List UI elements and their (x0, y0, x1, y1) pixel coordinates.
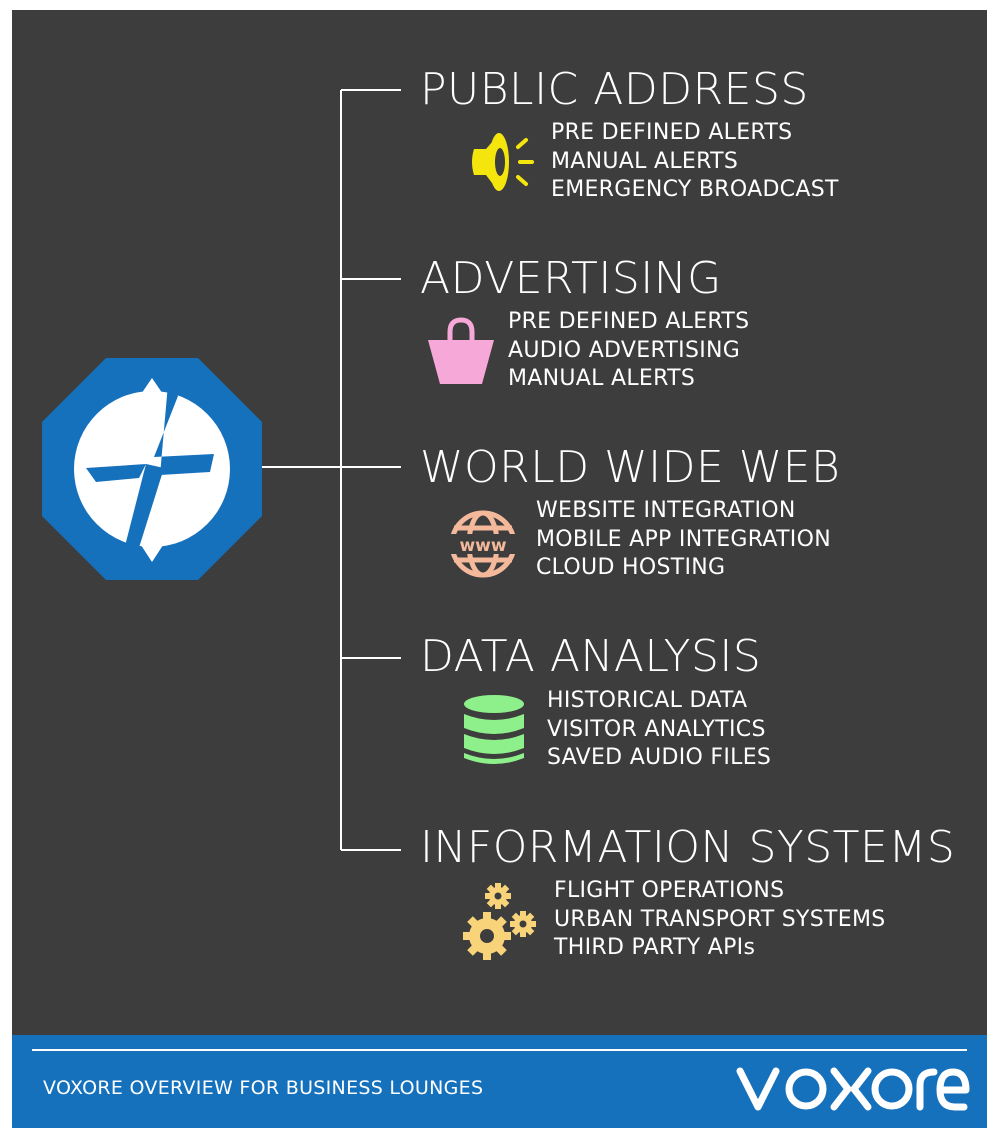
www-label: www (459, 536, 506, 556)
megaphone-icon (472, 133, 534, 191)
list-item: MANUAL ALERTS (508, 366, 696, 391)
list-item: PRE DEFINED ALERTS (551, 120, 793, 145)
list-item: MANUAL ALERTS (551, 148, 739, 174)
list-item: HISTORICAL DATA (547, 688, 748, 713)
section-title-world-wide-web: WORLD WIDE WEB (420, 442, 841, 493)
section-title-information-systems: INFORMATION SYSTEMS (420, 822, 956, 873)
footer-bar: VOXORE OVERVIEW FOR BUSINESS LOUNGES (12, 1035, 987, 1128)
section-list-information-systems: FLIGHT OPERATIONS URBAN TRANSPORT SYSTEM… (554, 877, 886, 963)
list-item: CLOUD HOSTING (536, 555, 726, 580)
footer-caption: VOXORE OVERVIEW FOR BUSINESS LOUNGES (43, 1077, 484, 1099)
list-item: VISITOR ANALYTICS (547, 716, 766, 742)
list-item: FLIGHT OPERATIONS (554, 878, 785, 903)
section-title-public-address: PUBLIC ADDRESS (420, 64, 809, 115)
list-item: PRE DEFINED ALERTS (508, 309, 750, 334)
list-item: URBAN TRANSPORT SYSTEMS (554, 906, 886, 932)
list-item: SAVED AUDIO FILES (547, 745, 772, 770)
section-title-advertising: ADVERTISING (420, 253, 722, 304)
section-list-world-wide-web: WEBSITE INTEGRATION MOBILE APP INTEGRATI… (536, 497, 831, 583)
gears-icon (463, 883, 536, 960)
voxore-wordmark-logo (736, 1067, 970, 1111)
database-icon (464, 695, 524, 764)
section-title-data-analysis: DATA ANALYSIS (420, 631, 762, 682)
section-list-public-address: PRE DEFINED ALERTS MANUAL ALERTS EMERGEN… (551, 119, 839, 205)
list-item: AUDIO ADVERTISING (508, 337, 741, 363)
voxore-logo-badge (42, 358, 262, 580)
list-item: WEBSITE INTEGRATION (536, 498, 796, 523)
list-item: THIRD PARTY APIs (554, 935, 756, 960)
section-list-advertising: PRE DEFINED ALERTS AUDIO ADVERTISING MAN… (508, 308, 749, 394)
list-item: EMERGENCY BROADCAST (551, 177, 839, 202)
footer-divider (32, 1049, 967, 1051)
section-list-data-analysis: HISTORICAL DATA VISITOR ANALYTICS SAVED … (547, 687, 771, 773)
shopping-bag-icon (428, 317, 494, 384)
list-item: MOBILE APP INTEGRATION (536, 526, 831, 552)
www-globe-icon: www (448, 510, 518, 578)
